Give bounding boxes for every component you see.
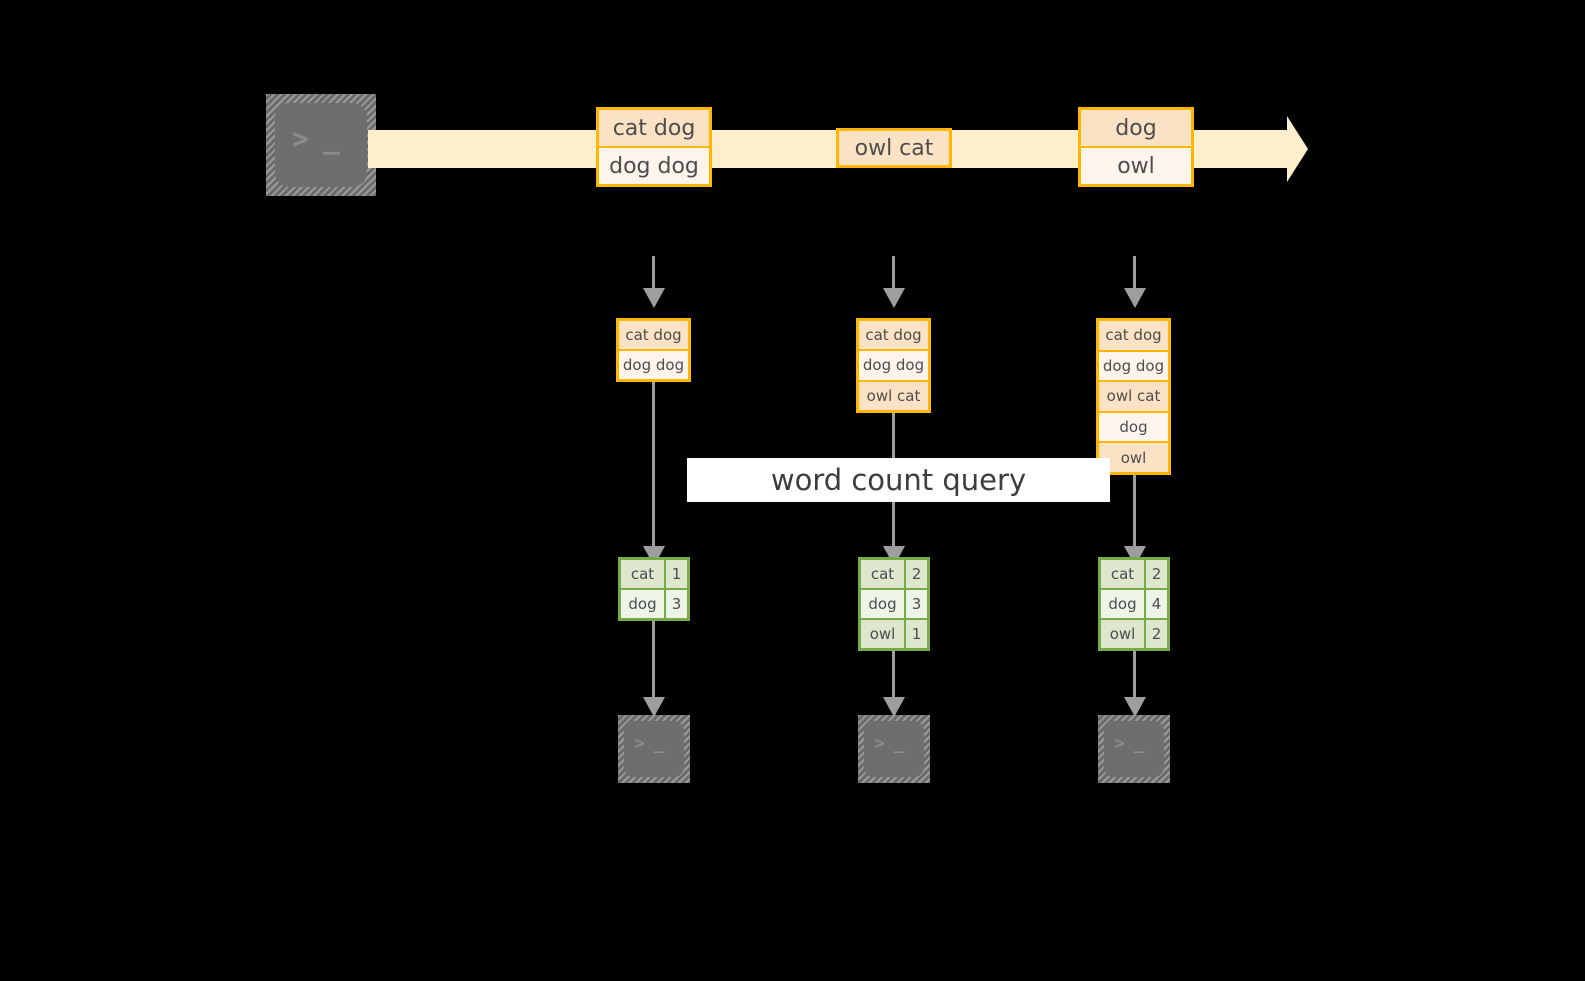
sink-terminal-1-prompt-icon: > [634, 733, 646, 754]
snapshot-2[interactable]: cat dog dog dog owl cat [856, 318, 931, 413]
result-word: cat [1101, 560, 1146, 588]
sink-terminal-1-cursor-icon: _ [654, 733, 666, 754]
table-row: cat 2 [1101, 560, 1167, 588]
table-row: dog 3 [861, 588, 927, 618]
sink-terminal-3-prompt-icon: > [1114, 733, 1126, 754]
snapshot-1[interactable]: cat dog dog dog [616, 318, 691, 382]
stream-record-cell: cat dog [599, 110, 709, 146]
stream-arrow-head-icon [1287, 116, 1308, 182]
snapshot-3-inbound-arrowhead-icon [1124, 288, 1146, 308]
sink-1-arrowhead-icon [643, 697, 665, 717]
sink-terminal-1-body: > _ [624, 721, 684, 777]
table-row: cat 1 [621, 560, 687, 588]
result-table-1[interactable]: cat 1 dog 3 [618, 557, 690, 621]
snapshot-2-inbound-arrowhead-icon [883, 288, 905, 308]
result-word: cat [621, 560, 666, 588]
result-word: owl [1101, 620, 1146, 648]
snapshot-cell: dog dog [1099, 349, 1168, 381]
sink-terminal-2[interactable]: > _ [858, 715, 930, 783]
result-count: 2 [911, 565, 922, 583]
snapshot-cell: owl [1099, 441, 1168, 472]
sink-2-line [892, 651, 895, 699]
result-count: 4 [1151, 595, 1162, 613]
snapshot-1-inbound-arrowhead-icon [643, 288, 665, 308]
result-count: 1 [671, 565, 682, 583]
result-table-2[interactable]: cat 2 dog 3 owl 1 [858, 557, 930, 651]
sink-2-arrowhead-icon [883, 697, 905, 717]
snapshot-3[interactable]: cat dog dog dog owl cat dog owl [1096, 318, 1171, 475]
snapshot-cell: owl cat [1099, 380, 1168, 411]
stream-record-cell: dog dog [599, 146, 709, 184]
table-row: dog 3 [621, 588, 687, 618]
source-terminal-body: > _ [275, 103, 367, 187]
result-count: 3 [671, 595, 682, 613]
result-word: cat [861, 560, 906, 588]
result-count: 1 [911, 625, 922, 643]
query-3-line [1133, 475, 1136, 548]
snapshot-cell: cat dog [1099, 321, 1168, 350]
query-label-text: word count query [770, 463, 1027, 497]
stream-record-cell: owl [1081, 146, 1191, 184]
snapshot-cell: dog dog [619, 349, 688, 379]
snapshot-2-inbound-dash [892, 256, 895, 289]
table-row: cat 2 [861, 560, 927, 588]
source-terminal-cursor-icon: _ [323, 122, 341, 155]
sink-3-line [1133, 651, 1136, 699]
result-word: owl [861, 620, 906, 648]
stream-records-first[interactable]: cat dog dog dog [596, 107, 712, 187]
snapshot-cell: dog dog [859, 349, 928, 380]
result-table-3[interactable]: cat 2 dog 4 owl 2 [1098, 557, 1170, 651]
sink-terminal-2-prompt-icon: > [874, 733, 886, 754]
table-row: dog 4 [1101, 588, 1167, 618]
result-word: dog [861, 590, 906, 618]
result-word: dog [621, 590, 666, 618]
snapshot-cell: owl cat [859, 379, 928, 410]
snapshot-cell: cat dog [619, 321, 688, 349]
snapshot-cell: cat dog [859, 321, 928, 350]
query-label: word count query [687, 458, 1110, 502]
sink-3-arrowhead-icon [1124, 697, 1146, 717]
result-word: dog [1101, 590, 1146, 618]
sink-terminal-3-body: > _ [1104, 721, 1164, 777]
result-count: 2 [1151, 565, 1162, 583]
source-terminal-icon[interactable]: > _ [266, 94, 376, 196]
result-count: 3 [911, 595, 922, 613]
sink-1-line [652, 621, 655, 699]
stream-record-cell: owl cat [839, 131, 949, 165]
result-count: 2 [1151, 625, 1162, 643]
stream-records-third[interactable]: dog owl [1078, 107, 1194, 187]
sink-terminal-2-cursor-icon: _ [894, 733, 906, 754]
stream-record-cell: dog [1081, 110, 1191, 146]
snapshot-1-inbound-dash [652, 256, 655, 289]
source-terminal-prompt-icon: > [292, 122, 310, 155]
query-1-line [652, 382, 655, 548]
snapshot-3-inbound-dash [1133, 256, 1136, 289]
sink-terminal-2-body: > _ [864, 721, 924, 777]
snapshot-cell: dog [1099, 410, 1168, 442]
sink-terminal-3[interactable]: > _ [1098, 715, 1170, 783]
table-row: owl 2 [1101, 618, 1167, 648]
table-row: owl 1 [861, 618, 927, 648]
sink-terminal-1[interactable]: > _ [618, 715, 690, 783]
sink-terminal-3-cursor-icon: _ [1134, 733, 1146, 754]
stream-records-second[interactable]: owl cat [836, 128, 952, 168]
